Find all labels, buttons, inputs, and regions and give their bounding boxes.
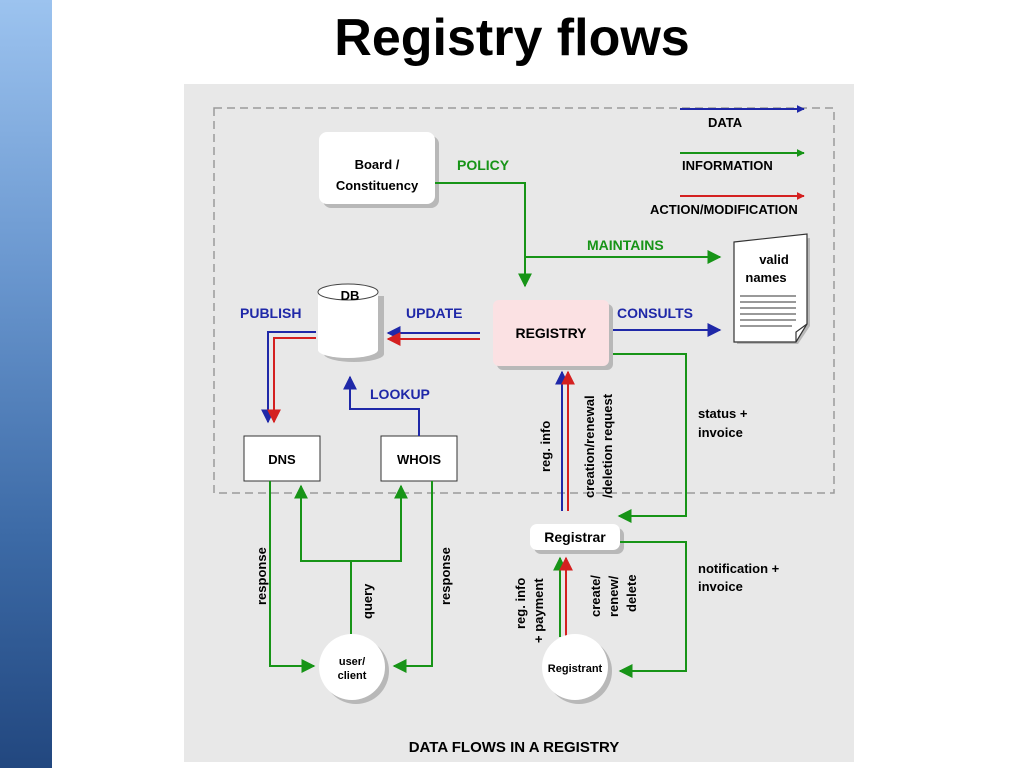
registrar-label: Registrar [544,529,606,545]
valid-names-document: valid names [733,233,810,344]
names-label: names [745,270,786,285]
registrant-node: Registrant [542,634,612,704]
update-label: UPDATE [406,305,463,321]
dns-node: DNS [243,435,321,482]
registry-boundary [213,107,835,494]
deletion-request-label: /deletion request [600,393,615,498]
whois-node: WHOIS [380,435,458,482]
creation-renewal-label: creation/renewal [582,395,597,498]
user-label: user/ [339,656,365,668]
delete-label: delete [624,574,639,612]
status-invoice-arrow [613,353,687,523]
publish-data-arrow [261,331,316,424]
legend-data-label: DATA [708,115,743,130]
slide-title: Registry flows [334,9,690,67]
status-label: status + [698,406,748,421]
diagram-panel [184,84,854,762]
lookup-label: LOOKUP [370,386,430,402]
create-label: create/ [588,575,603,617]
diagram-figure: DATA INFORMATION ACTION/MODIFICATION Boa… [184,84,854,762]
db-label: DB [341,288,360,303]
registry-label: REGISTRY [515,325,587,341]
slide-side-bar [0,0,52,768]
whois-response-arrow [392,481,433,673]
dns-label: DNS [268,452,296,467]
query-to-dns-arrow [294,484,352,634]
constituency-label: Constituency [336,178,419,193]
notification-invoice-label: invoice [698,579,743,594]
renew-label: renew/ [606,575,621,617]
policy-label: POLICY [457,157,510,173]
notification-label: notification + [698,561,780,576]
notification-invoice-arrow [618,541,687,678]
reg-info-payment-label: reg. info [513,578,528,629]
board-constituency-node: Board / Constituency [319,132,439,208]
query-to-whois-arrow [351,484,408,562]
db-node: DB [317,283,384,362]
diagram-canvas: DATA INFORMATION ACTION/MODIFICATION Boa… [184,84,854,762]
dns-response-label: response [254,547,269,605]
dns-response-arrow [269,481,316,673]
policy-arrow [435,182,532,288]
registry-node: REGISTRY [493,300,613,370]
query-label: query [360,583,375,619]
registrant-label: Registrant [548,663,603,675]
legend: DATA INFORMATION ACTION/MODIFICATION [650,105,805,217]
legend-information-label: INFORMATION [682,158,773,173]
whois-response-label: response [438,547,453,605]
registrar-node: Registrar [530,524,624,554]
legend-action-label: ACTION/MODIFICATION [650,202,798,217]
invoice-label: invoice [698,425,743,440]
valid-label: valid [759,252,789,267]
board-label: Board / [355,157,400,172]
reg-info-payment-label-2: + payment [531,578,546,643]
client-label: client [338,670,367,682]
publish-action-arrow [267,337,316,424]
whois-label: WHOIS [397,452,441,467]
user-client-node: user/ client [319,634,389,704]
lookup-arrow [343,375,420,436]
reg-info-label: reg. info [538,421,553,472]
maintains-label: MAINTAINS [587,237,664,253]
publish-label: PUBLISH [240,305,301,321]
diagram-caption: DATA FLOWS IN A REGISTRY [409,739,620,756]
consults-label: CONSULTS [617,305,693,321]
